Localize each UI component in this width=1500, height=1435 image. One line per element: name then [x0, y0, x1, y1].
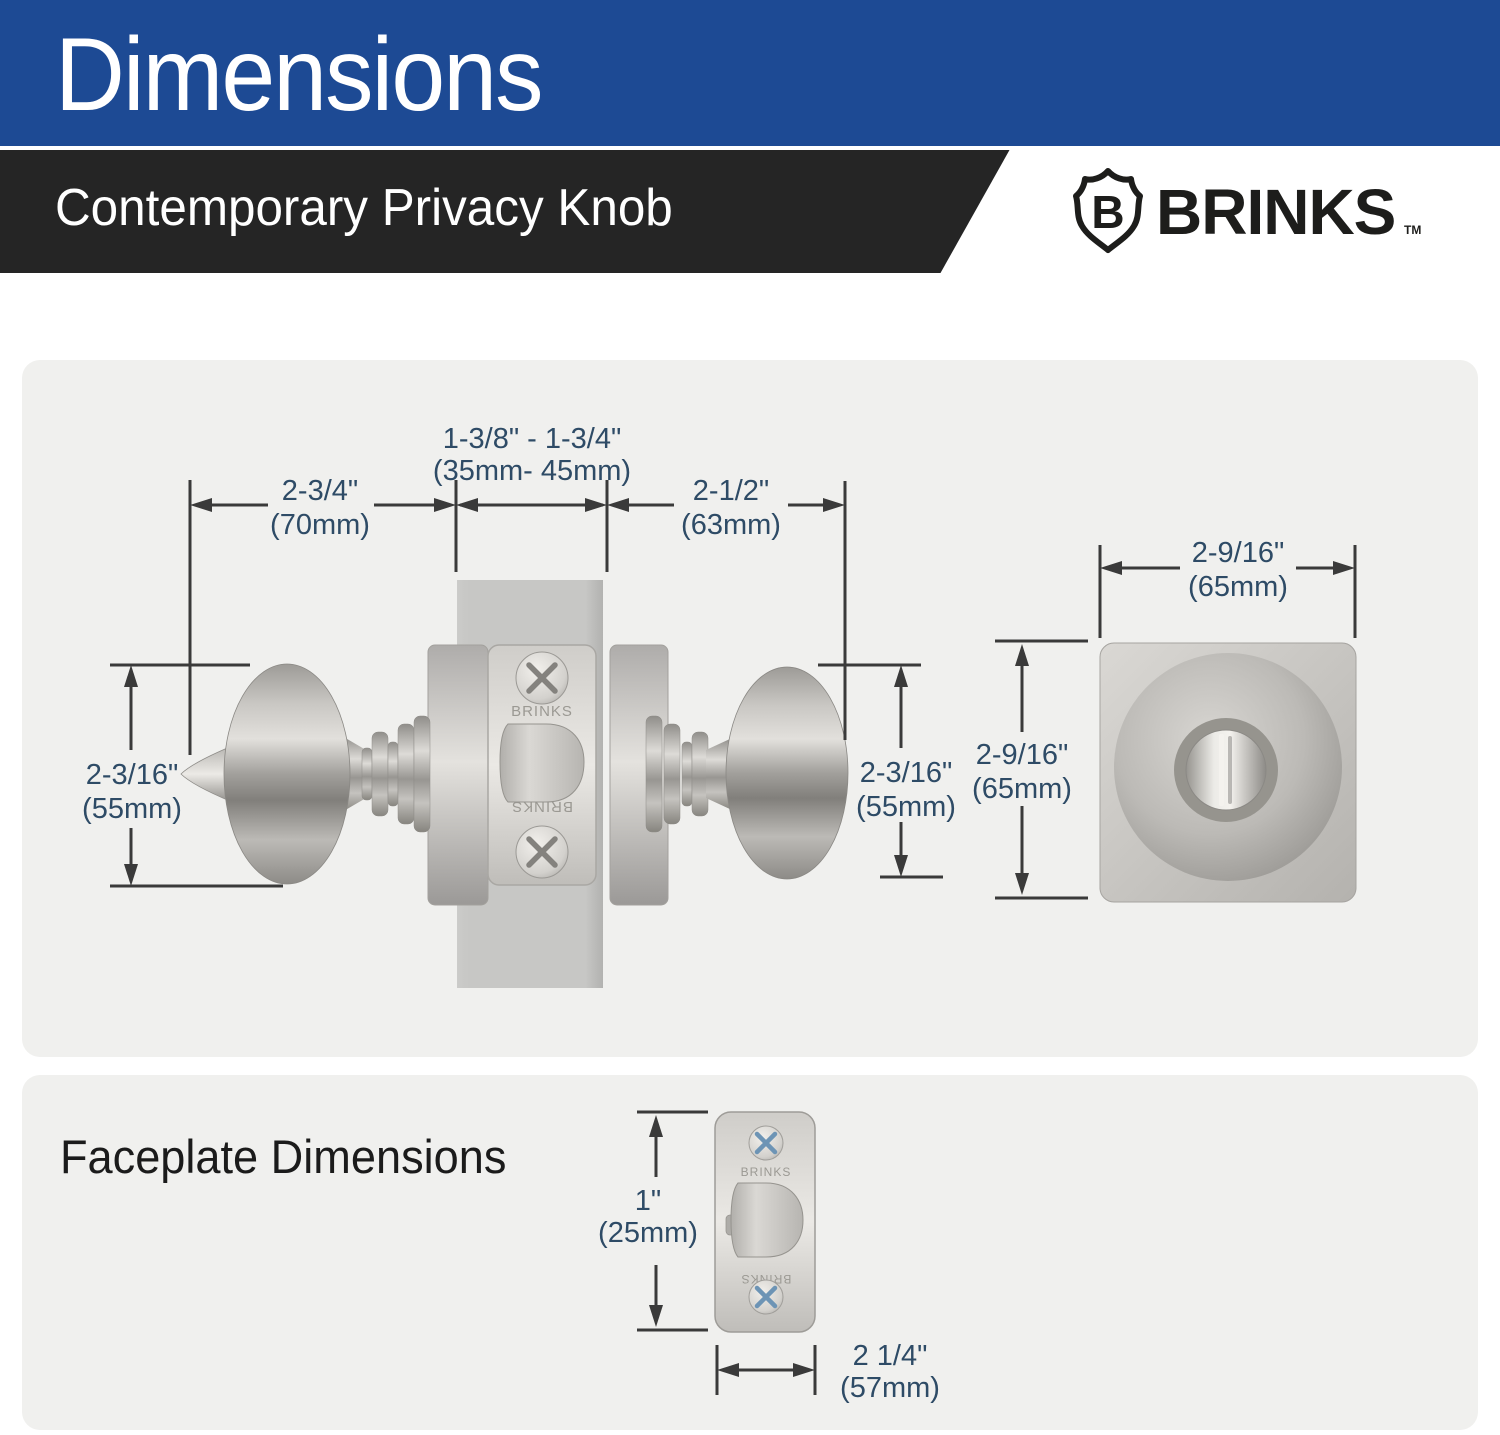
faceplate-brand-emboss: BRINKS	[741, 1165, 792, 1179]
left-knob-side-view	[180, 663, 431, 885]
latch-brand-emboss: BRINKS	[511, 703, 573, 720]
page-title: Dimensions	[55, 17, 544, 133]
backset-mm: (35mm- 45mm)	[433, 455, 631, 487]
left-diameter-inches: 2-3/16"	[86, 759, 179, 791]
screw-top	[515, 651, 569, 705]
faceplate-graphic: BRINKS BRINKS	[714, 1111, 816, 1333]
rose-width-inches: 2-9/16"	[1192, 537, 1285, 569]
rose-width-mm: (65mm)	[1188, 571, 1288, 603]
faceplate-dimension-labels: 1" (25mm) 2 1/4" (57mm)	[598, 1185, 940, 1404]
faceplate-screw-top	[748, 1125, 784, 1161]
brinks-shield-icon: B	[1073, 168, 1143, 253]
brand-tm: TM	[1404, 223, 1421, 237]
privacy-pin-tip	[180, 745, 233, 803]
dimension-labels: 1-3/8" - 1-3/4" (35mm- 45mm) 2-3/4" (70m…	[82, 423, 1288, 825]
right-knob-side-view	[645, 666, 849, 880]
faceplate-height-inches: 1"	[635, 1185, 661, 1217]
screw-bottom	[515, 825, 569, 879]
faceplate-width-mm: (57mm)	[840, 1372, 940, 1404]
faceplate-screw-bottom	[748, 1279, 784, 1315]
brinks-logo: B BRINKS TM	[1073, 168, 1421, 253]
privacy-turn-button	[1185, 729, 1267, 811]
backset-inches: 1-3/8" - 1-3/4"	[443, 423, 622, 455]
right-depth-inches: 2-1/2"	[693, 475, 769, 507]
shield-letter: B	[1091, 186, 1124, 238]
right-diameter-inches: 2-3/16"	[860, 757, 953, 789]
faceplate-width-inches: 2 1/4"	[853, 1340, 928, 1372]
rose-height-inches: 2-9/16"	[976, 739, 1069, 771]
turn-button-slot	[1219, 734, 1224, 806]
knob-front-view	[1099, 642, 1357, 903]
faceplate-height-mm: (25mm)	[598, 1217, 698, 1249]
rose-height-mm: (65mm)	[972, 773, 1072, 805]
faceplate-panel: Faceplate Dimensions BRINKS BRINKS	[22, 1075, 1478, 1430]
faceplate-diagram: BRINKS BRINKS 1" (25mm)	[598, 1110, 940, 1404]
faceplate-heading: Faceplate Dimensions	[60, 1130, 507, 1183]
knob-assembly-diagram: BRINKS BRINKS	[82, 423, 1357, 988]
brand-wordmark: BRINKS	[1156, 176, 1395, 248]
faceplate-dimension-lines	[637, 1110, 817, 1395]
latch-bolt	[499, 723, 585, 803]
subtitle-band	[0, 150, 1010, 273]
dimension-lines	[110, 480, 1357, 900]
faceplate-latch-bolt	[730, 1182, 804, 1258]
left-depth-mm: (70mm)	[270, 509, 370, 541]
left-depth-inches: 2-3/4"	[282, 475, 358, 507]
left-diameter-mm: (55mm)	[82, 793, 182, 825]
product-subtitle: Contemporary Privacy Knob	[55, 179, 673, 237]
main-diagram-panel: BRINKS BRINKS	[22, 360, 1478, 1057]
faceplate-brand-emboss-mirrored: BRINKS	[741, 1272, 792, 1286]
latch-body: BRINKS BRINKS	[487, 644, 597, 886]
right-depth-mm: (63mm)	[681, 509, 781, 541]
header-banner	[0, 0, 1500, 146]
left-rose-side	[427, 644, 489, 906]
right-diameter-mm: (55mm)	[856, 791, 956, 823]
